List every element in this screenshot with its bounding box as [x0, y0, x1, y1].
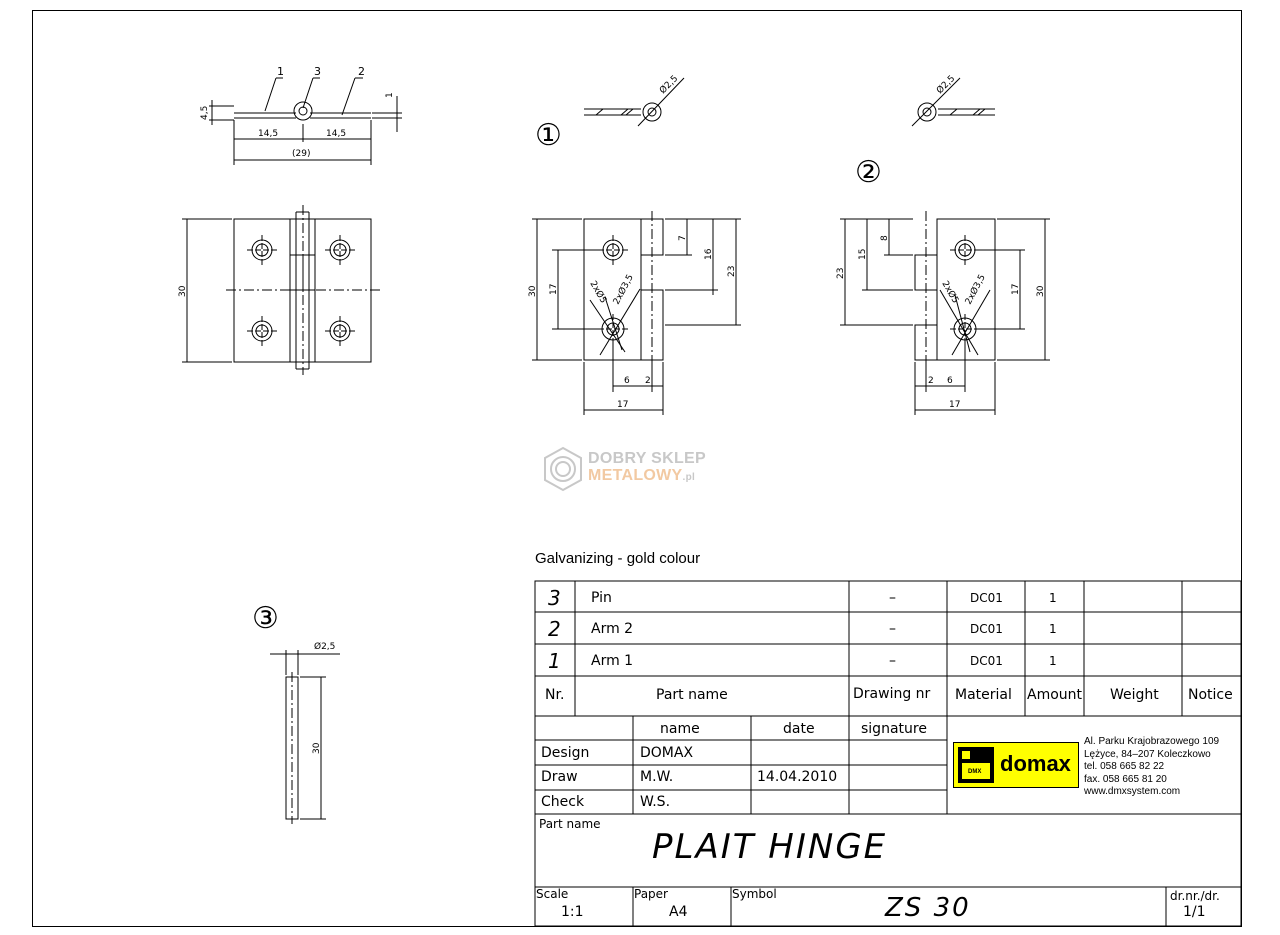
header-part-name: Part name: [656, 687, 728, 703]
arm1-d17: 17: [617, 400, 628, 410]
approval-name: W.S.: [640, 794, 671, 810]
title-label: Part name: [539, 817, 601, 831]
arm1-d6: 6: [624, 376, 630, 386]
title-block-grid: [534, 580, 1242, 927]
header-material: Material: [955, 687, 1012, 703]
approval-header-name: name: [660, 721, 700, 737]
arm2-d17: 17: [949, 400, 960, 410]
dim-total: (29): [292, 149, 310, 159]
arm2-h23: 23: [836, 268, 846, 279]
callout-1: 1: [277, 65, 284, 78]
arm1-dia: Ø2,5: [657, 73, 680, 96]
approval-name: M.W.: [640, 769, 674, 785]
arm1-d7: 7: [678, 235, 688, 241]
view-label-1: ①: [535, 118, 562, 153]
address-phone: tel. 058 665 82 22: [1084, 761, 1165, 772]
dim-right: 14,5: [326, 129, 346, 139]
part-drawing: –: [889, 621, 896, 637]
address-website: www.dmxsystem.com: [1084, 786, 1181, 797]
part-material: DC01: [970, 654, 1003, 668]
part-name: Arm 1: [591, 653, 634, 669]
scale-label: Scale: [536, 887, 569, 901]
arm2-hole-b: 2xØ3,5: [963, 273, 988, 307]
approval-role: Check: [541, 794, 585, 810]
header-nr: Nr.: [545, 687, 565, 703]
dim-left: 14,5: [258, 129, 278, 139]
arm2-d6: 6: [947, 376, 953, 386]
symbol-label: Symbol: [732, 887, 777, 901]
scale-value: 1:1: [561, 904, 584, 920]
approval-role: Design: [541, 745, 590, 761]
arm1-h17: 17: [549, 284, 559, 295]
part-amount: 1: [1049, 622, 1057, 636]
part-amount: 1: [1049, 591, 1057, 605]
part-nr: 3: [548, 586, 561, 610]
address-line: Lężyce, 84–207 Koleczkowo: [1084, 748, 1211, 760]
company-address: Al. Parku Krajobrazowego 109 Lężyce, 84–…: [1084, 736, 1219, 799]
arm2-h15: 15: [858, 249, 868, 260]
part-material: DC01: [970, 591, 1003, 605]
logo-text: domax: [1000, 751, 1071, 776]
part-drawing: –: [889, 590, 896, 606]
approval-date: 14.04.2010: [757, 769, 838, 785]
part-drawing: –: [889, 653, 896, 669]
dim-thickness: 4,5: [200, 106, 210, 120]
sheet-value: 1/1: [1183, 904, 1206, 920]
logo-mark: DMX: [958, 747, 994, 783]
part-material: DC01: [970, 622, 1003, 636]
arm2-d8: 8: [880, 235, 890, 241]
pin-view: [270, 650, 340, 824]
part-amount: 1: [1049, 654, 1057, 668]
symbol-value: ZS 30: [885, 893, 971, 923]
arm2-hole-a: 2xØ5: [939, 279, 960, 305]
address-fax: fax. 058 665 81 20: [1084, 773, 1167, 785]
header-amount: Amount: [1027, 687, 1083, 703]
callout-2: 2: [358, 65, 365, 78]
paper-value: A4: [669, 904, 688, 920]
approval-header-signature: signature: [861, 721, 927, 737]
arm2-h17: 17: [1011, 284, 1021, 295]
watermark: DOBRY SKLEP METALOWY.pl: [540, 446, 750, 492]
header-notice: Notice: [1188, 687, 1233, 703]
pin-len: 30: [312, 742, 322, 754]
part-nr: 2: [548, 617, 561, 641]
arm1-d16: 16: [704, 248, 714, 260]
watermark-line2: METALOWY.pl: [588, 467, 696, 484]
arm1-view: [532, 77, 741, 415]
company-logo: DMX domax: [953, 742, 1079, 788]
part-name: Pin: [591, 590, 612, 606]
front-view: [182, 205, 380, 375]
header-drawing: Drawing nr: [853, 686, 931, 702]
pin-dia: Ø2,5: [314, 641, 335, 652]
pin-dim-text: Ø2,5 30: [312, 641, 335, 754]
arm2-view: [840, 77, 1050, 415]
part-name: Arm 2: [591, 621, 634, 637]
view-label-3: ③: [252, 601, 279, 636]
arm2-h30: 30: [1036, 285, 1046, 297]
approval-name: DOMAX: [640, 745, 694, 761]
paper-label: Paper: [634, 887, 668, 901]
top-section-dim-text: 1 3 2 14,5 14,5 (29) 4,5 1: [200, 65, 395, 159]
approval-header-date: date: [783, 721, 815, 737]
sheet-label: dr.nr./dr.: [1170, 889, 1220, 903]
approval-role: Draw: [541, 769, 578, 785]
arm1-d23: 23: [727, 266, 737, 277]
header-weight: Weight: [1110, 687, 1159, 703]
nut-icon: [544, 446, 582, 492]
part-nr: 1: [548, 649, 561, 673]
finish-note: Galvanizing - gold colour: [535, 550, 701, 567]
drawing-title: PLAIT HINGE: [652, 827, 888, 867]
arm1-h30: 30: [528, 285, 538, 297]
top-section-view: [209, 77, 402, 165]
arm2-d2: 2: [928, 376, 934, 386]
address-line: Al. Parku Krajobrazowego 109: [1084, 736, 1220, 747]
watermark-line1: DOBRY SKLEP: [588, 450, 706, 467]
callout-3: 3: [314, 65, 321, 78]
view-label-2: ②: [855, 155, 882, 190]
arm1-d2: 2: [645, 376, 651, 386]
dim-sheet: 1: [385, 92, 395, 98]
front-dim-height: 30: [178, 285, 188, 297]
